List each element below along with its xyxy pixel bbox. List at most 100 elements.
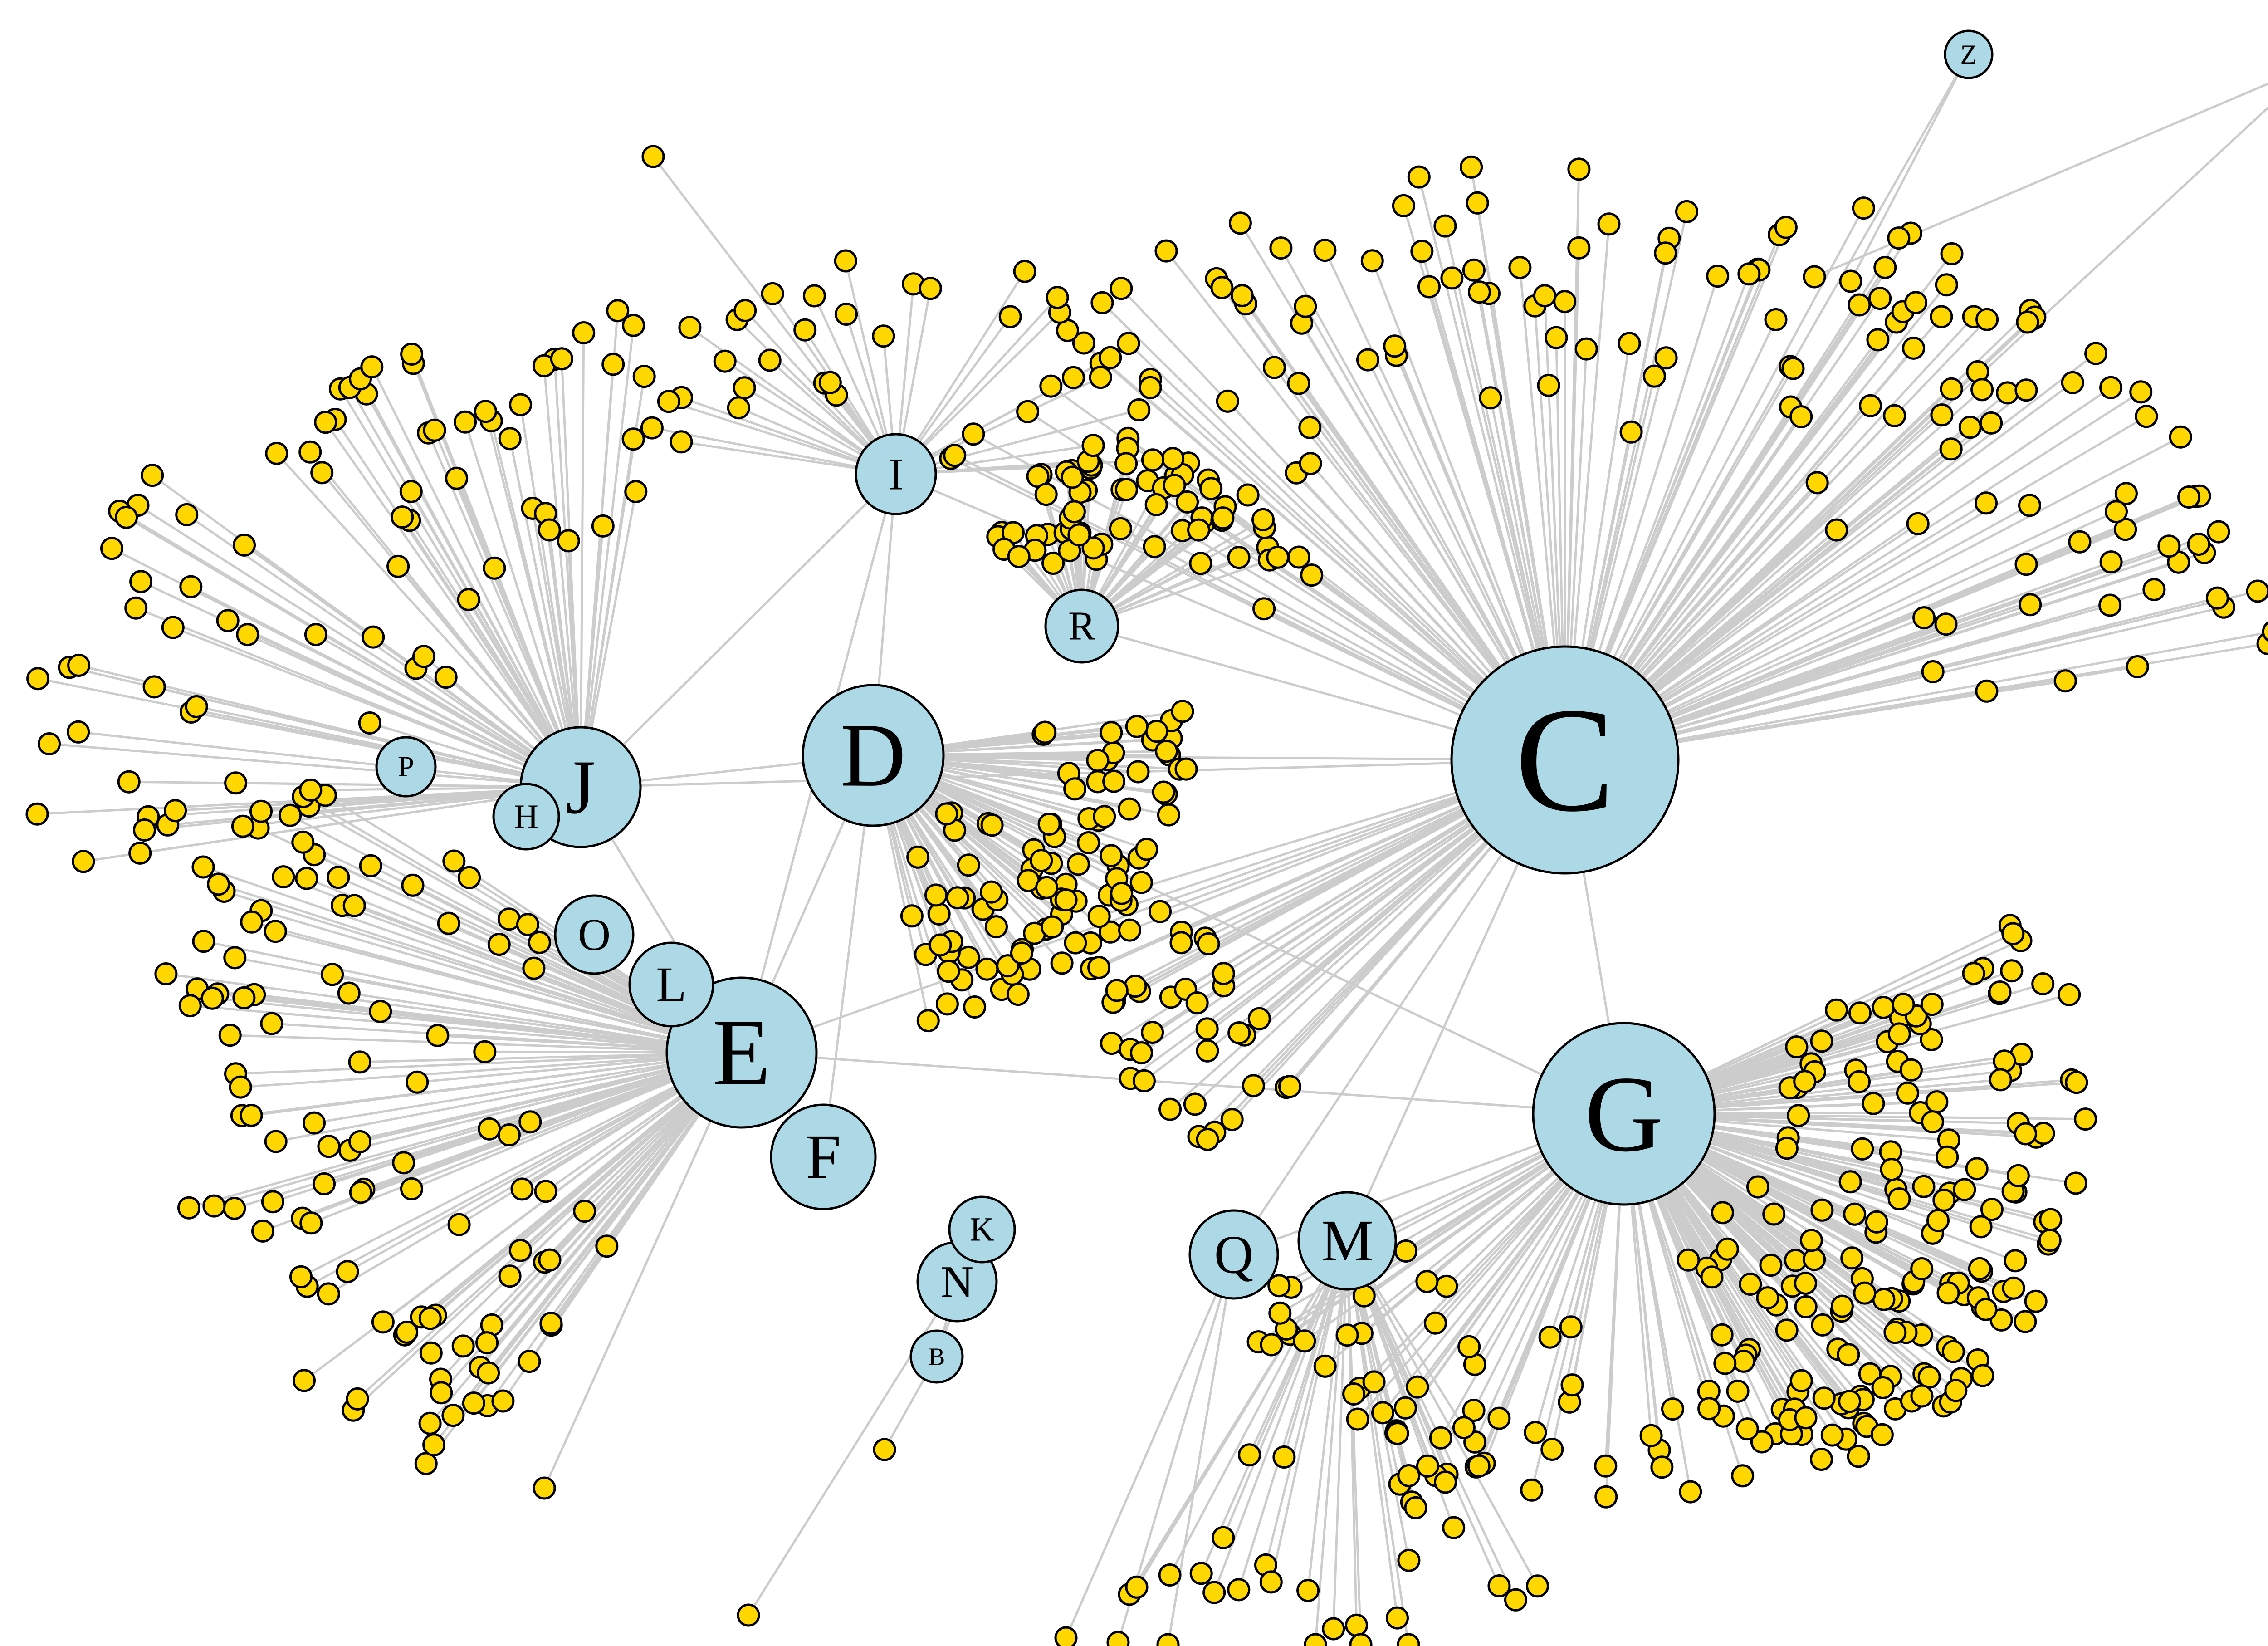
leaf-node	[1227, 1578, 1251, 1602]
hub-circle	[1188, 1209, 1279, 1300]
leaf-node	[624, 480, 648, 503]
leaf-node	[1144, 493, 1168, 516]
leaf-node	[100, 537, 123, 560]
leaf-node	[2024, 1289, 2048, 1313]
leaf-node	[1296, 1579, 1320, 1602]
edge-line	[1474, 1191, 1579, 1365]
leaf-node	[670, 430, 693, 454]
leaf-node	[1251, 508, 1275, 531]
leaf-node	[758, 348, 782, 372]
leaf-node	[509, 393, 533, 416]
edge-line	[1658, 523, 1919, 698]
leaf-node	[1041, 915, 1064, 939]
leaf-node	[510, 1177, 534, 1201]
leaf-node	[1675, 200, 1698, 223]
edge-line	[230, 1034, 667, 1051]
leaf-node	[1061, 465, 1084, 489]
leaf-node	[483, 556, 506, 580]
hub-label: G	[1584, 1053, 1663, 1174]
leaf-node	[927, 902, 951, 926]
edge-line	[430, 1103, 689, 1354]
leaf-node	[1838, 1170, 1862, 1194]
edge-line	[1710, 1138, 2051, 1241]
leaf-node	[1939, 437, 1963, 461]
edge-line	[1489, 397, 1544, 649]
leaf-node	[1072, 331, 1095, 355]
leaf-node	[1917, 1365, 1941, 1389]
leaf-node	[900, 904, 924, 928]
leaf-node	[1789, 1369, 1813, 1392]
leaf-node	[2074, 1107, 2097, 1131]
leaf-node	[161, 616, 185, 639]
leaf-node	[1533, 284, 1556, 308]
leaf-node	[473, 1040, 497, 1063]
hub-edge-C-G	[1582, 872, 1610, 1025]
edge-line	[1371, 260, 1525, 655]
edge-line	[1672, 561, 2179, 726]
leaf-node	[985, 915, 1008, 939]
hub-node-d: D	[802, 684, 945, 827]
edge-line	[942, 765, 1075, 790]
edge-line	[898, 284, 915, 435]
leaf-node	[935, 802, 958, 826]
edge-line	[1702, 1156, 1949, 1294]
edge-line	[1194, 836, 1483, 1105]
leaf-node	[1397, 1633, 1420, 1646]
leaf-node	[1803, 1248, 1826, 1271]
edge-line	[1129, 800, 1460, 931]
leaf-node	[1925, 1090, 1949, 1114]
leaf-node	[1118, 797, 1141, 821]
leaf-node	[1034, 483, 1058, 506]
hub-edge-M-G	[1391, 1151, 1542, 1222]
edge-line	[1372, 1281, 1465, 1428]
edge-line	[1690, 1174, 1843, 1312]
edge-line	[1098, 805, 1462, 969]
edge-line	[1630, 1204, 1652, 1436]
leaf-node	[1883, 1321, 1907, 1344]
leaf-node	[336, 1260, 359, 1283]
edge-line	[1100, 504, 1158, 596]
leaf-node	[1211, 506, 1235, 530]
edge-line	[1446, 1176, 1560, 1287]
edge-line	[369, 722, 524, 771]
edge-line	[1112, 519, 1264, 609]
leaf-node	[1975, 491, 1998, 515]
leaf-node	[1706, 265, 1730, 288]
leaf-node	[1825, 518, 1848, 542]
leaf-node	[1971, 1364, 1994, 1387]
hub-edge-Q-C	[1257, 853, 1503, 1219]
edge-line	[1128, 343, 1484, 683]
leaf-node	[185, 695, 208, 718]
leaf-node	[25, 802, 49, 826]
leaf-node	[1100, 844, 1123, 867]
edge-line	[1607, 227, 1787, 656]
edge-line	[934, 408, 1139, 465]
leaf-node	[1839, 269, 1862, 293]
leaf-node	[1639, 1424, 1663, 1447]
leaf-node	[1934, 612, 1958, 636]
edge-line	[1714, 1117, 2026, 1135]
edge-line	[214, 1072, 670, 1207]
edge-line	[943, 763, 1164, 794]
hub-node-p: P	[375, 736, 437, 798]
edge-line	[1621, 367, 1794, 663]
leaf-node	[1440, 266, 1464, 290]
edge-line	[1182, 529, 1468, 703]
hub-label: C	[1515, 677, 1615, 843]
edge-line	[1252, 841, 1488, 1087]
leaf-node	[1102, 769, 1126, 793]
leaf-node	[601, 353, 625, 376]
leaf-node	[1965, 1157, 1989, 1181]
leaf-node	[240, 910, 264, 934]
leaf-node	[1110, 277, 1133, 300]
edge-line	[1367, 359, 1516, 659]
leaf-node	[1479, 386, 1502, 410]
leaf-node	[117, 770, 141, 794]
edge-line	[888, 823, 913, 916]
edge-line	[1692, 1171, 1957, 1391]
hub-edge-R-C	[1116, 634, 1456, 731]
leaf-node	[1504, 1588, 1527, 1612]
hub-edge-N-B	[942, 1319, 948, 1332]
edge-line	[468, 599, 551, 736]
edge-line	[1357, 1181, 1565, 1420]
